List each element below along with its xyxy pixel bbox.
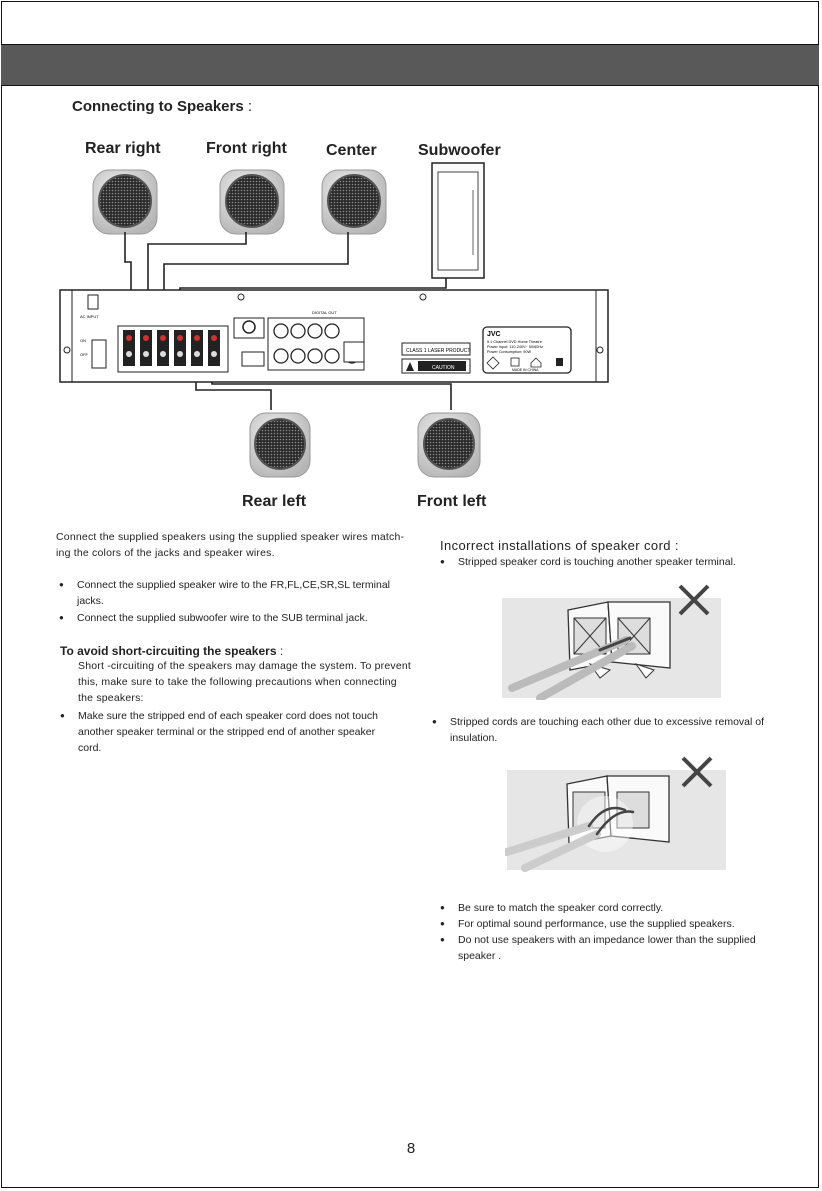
final-bullet-3-line-2: speaker .	[458, 950, 502, 962]
rating-line-3: Power Consumption: 90W	[487, 350, 532, 354]
svg-text:OFF: OFF	[80, 352, 89, 357]
label-rear-right: Rear right	[85, 140, 161, 157]
incorrect-insulation-illustration	[505, 756, 726, 872]
intro-line-1: Connect the supplied speakers using the …	[56, 531, 405, 543]
label-front-left: Front left	[417, 493, 487, 510]
short-circuit-bullet-line-1: Make sure the stripped end of each speak…	[78, 710, 379, 722]
short-circuit-paragraph: Short -circuiting of the speakers may da…	[78, 658, 428, 706]
section-title: Connecting to Speakers :	[72, 98, 252, 115]
incorrect-bullet-1-text: Stripped speaker cord is touching anothe…	[458, 556, 736, 568]
incorrect-bullet-2: Stripped cords are touching each other d…	[432, 714, 790, 746]
incorrect-bullet-1: Stripped speaker cord is touching anothe…	[440, 554, 788, 570]
short-circuit-line-3: the speakers:	[78, 692, 144, 704]
connect-bullet-1: Connect the supplied speaker wire to the…	[59, 577, 427, 609]
intro-line-2: ing the colors of the jacks and speaker …	[56, 547, 275, 559]
speaker-front-left-icon	[417, 412, 481, 478]
digital-out-label: DIGITAL OUT	[312, 310, 337, 315]
connect-bullet-2-line-1: Connect the supplied subwoofer wire to t…	[77, 612, 368, 624]
rating-line-1: 5.1 Channel DVD Home Theatre	[487, 340, 542, 344]
laser-label: CLASS 1 LASER PRODUCT	[406, 348, 470, 354]
speaker-front-right-icon	[219, 169, 285, 235]
final-bullet-3: Do not use speakers with an impedance lo…	[440, 932, 788, 964]
final-bullet-2-text: For optimal sound performance, use the s…	[458, 918, 735, 930]
connect-bullet-2: Connect the supplied subwoofer wire to t…	[59, 610, 427, 626]
brand-label: JVC	[487, 331, 501, 338]
connect-bullet-1-line-1: Connect the supplied speaker wire to the…	[77, 579, 391, 591]
incorrect-terminal-illustration	[502, 584, 721, 700]
final-bullet-1: Be sure to match the speaker cord correc…	[440, 900, 788, 916]
incorrect-installations-title: Incorrect installations of speaker cord …	[440, 538, 679, 553]
svg-text:AC INPUT: AC INPUT	[80, 314, 99, 319]
speaker-rear-left-icon	[249, 412, 311, 478]
page-number: 8	[406, 1140, 416, 1157]
connect-bullet-1-line-2: jacks.	[77, 595, 104, 607]
section-title-text: Connecting to Speakers	[72, 98, 244, 115]
short-circuit-bullet: Make sure the stripped end of each speak…	[60, 708, 418, 756]
label-center: Center	[326, 142, 377, 159]
made-in-label: MADE IN CHINA	[512, 368, 539, 372]
label-subwoofer: Subwoofer	[418, 142, 501, 159]
final-bullet-1-text: Be sure to match the speaker cord correc…	[458, 902, 664, 914]
header-bar	[1, 44, 819, 86]
label-front-right: Front right	[206, 140, 287, 157]
final-bullet-3-line-1: Do not use speakers with an impedance lo…	[458, 934, 756, 946]
intro-paragraph: Connect the supplied speakers using the …	[56, 529, 426, 561]
short-circuit-title-text: To avoid short-circuiting the speakers	[60, 644, 277, 658]
subwoofer-icon	[431, 162, 485, 279]
svg-text:ON: ON	[80, 338, 86, 343]
short-circuit-bullet-line-2: another speaker terminal or the stripped…	[78, 726, 376, 738]
final-bullet-2: For optimal sound performance, use the s…	[440, 916, 788, 932]
short-circuit-line-1: Short -circuiting of the speakers may da…	[78, 660, 412, 672]
receiver-back-panel: AC INPUT ON OFF	[59, 289, 609, 383]
short-circuit-title-colon: :	[279, 644, 284, 658]
caution-label: CAUTION	[432, 365, 455, 371]
short-circuit-line-2: this, make sure to take the following pr…	[78, 676, 397, 688]
short-circuit-bullet-line-3: cord.	[78, 742, 102, 754]
short-circuit-title: To avoid short-circuiting the speakers :	[60, 644, 283, 658]
wrong-x-icon	[678, 584, 710, 616]
wrong-x-icon-2	[681, 756, 713, 788]
incorrect-bullet-2-line-2: insulation.	[450, 732, 498, 744]
label-rear-left: Rear left	[242, 493, 307, 510]
section-title-colon: :	[247, 98, 253, 115]
speaker-rear-right-icon	[92, 169, 158, 235]
rating-line-2: Power Input: 110-240V~ 50/60Hz	[487, 345, 543, 349]
speaker-connection-diagram: AC INPUT ON OFF	[59, 162, 609, 478]
speaker-center-icon	[321, 169, 387, 235]
incorrect-bullet-2-line-1: Stripped cords are touching each other d…	[450, 716, 765, 728]
